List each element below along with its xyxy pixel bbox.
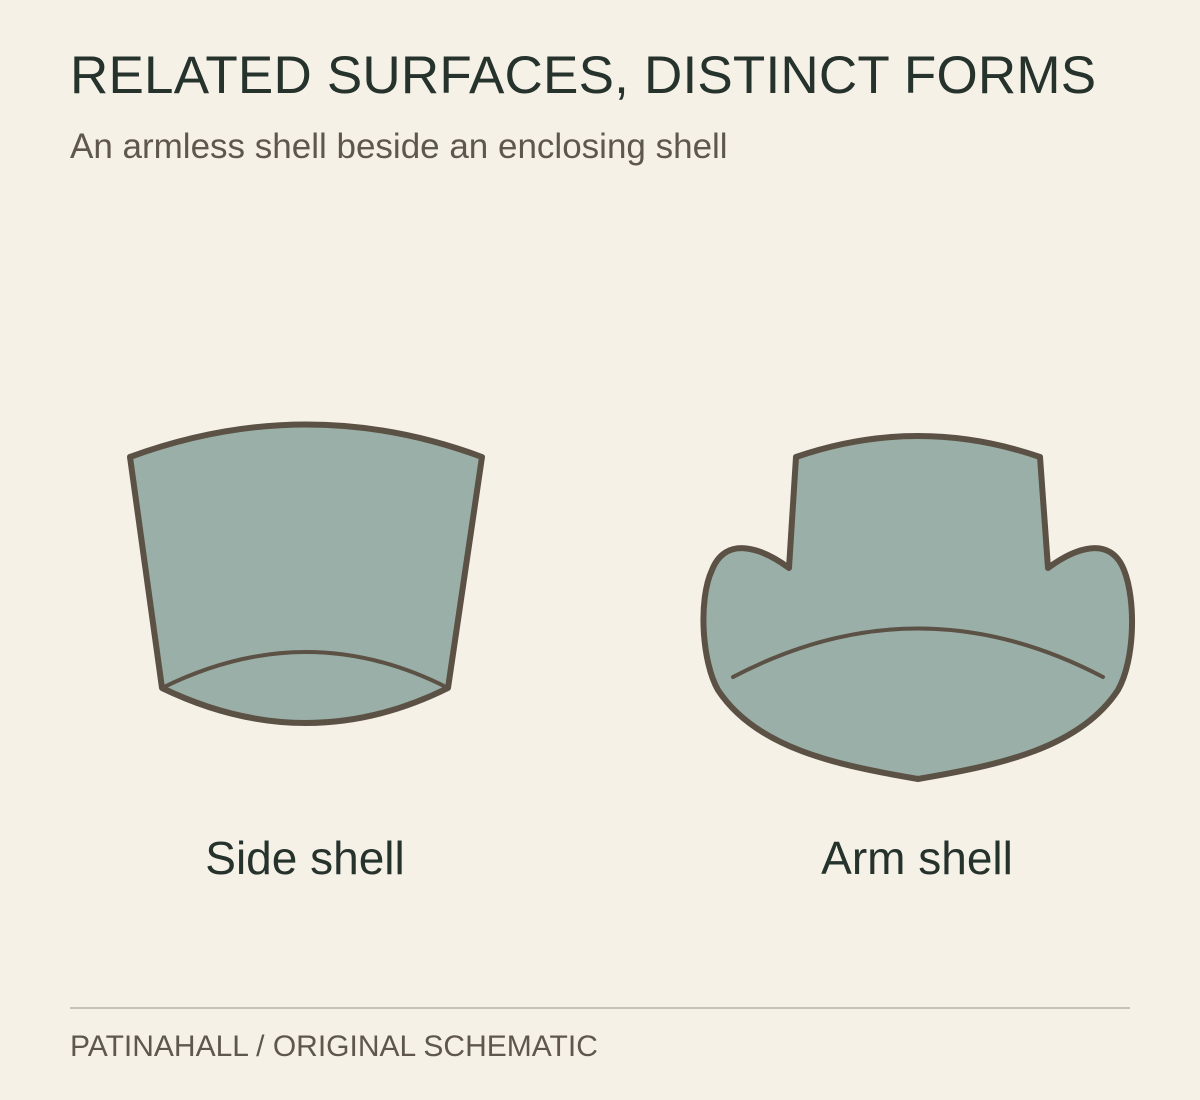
side-shell-outline [127,421,485,726]
side-shell-seat-line [160,650,450,690]
arm-shell-figure [700,433,1136,782]
arm-shell-seat-line [731,626,1105,679]
side-shell-label: Side shell [205,832,405,884]
arm-shell-label: Arm shell [821,832,1013,884]
footer-credit: PATINAHALL / ORIGINAL SCHEMATIC [70,1030,598,1063]
side-shell-figure [127,421,485,726]
arm-shell-outline [700,433,1136,782]
footer-divider [70,1007,1130,1009]
page-title: RELATED SURFACES, DISTINCT FORMS [70,46,1097,105]
page-subtitle: An armless shell beside an enclosing she… [70,127,728,166]
